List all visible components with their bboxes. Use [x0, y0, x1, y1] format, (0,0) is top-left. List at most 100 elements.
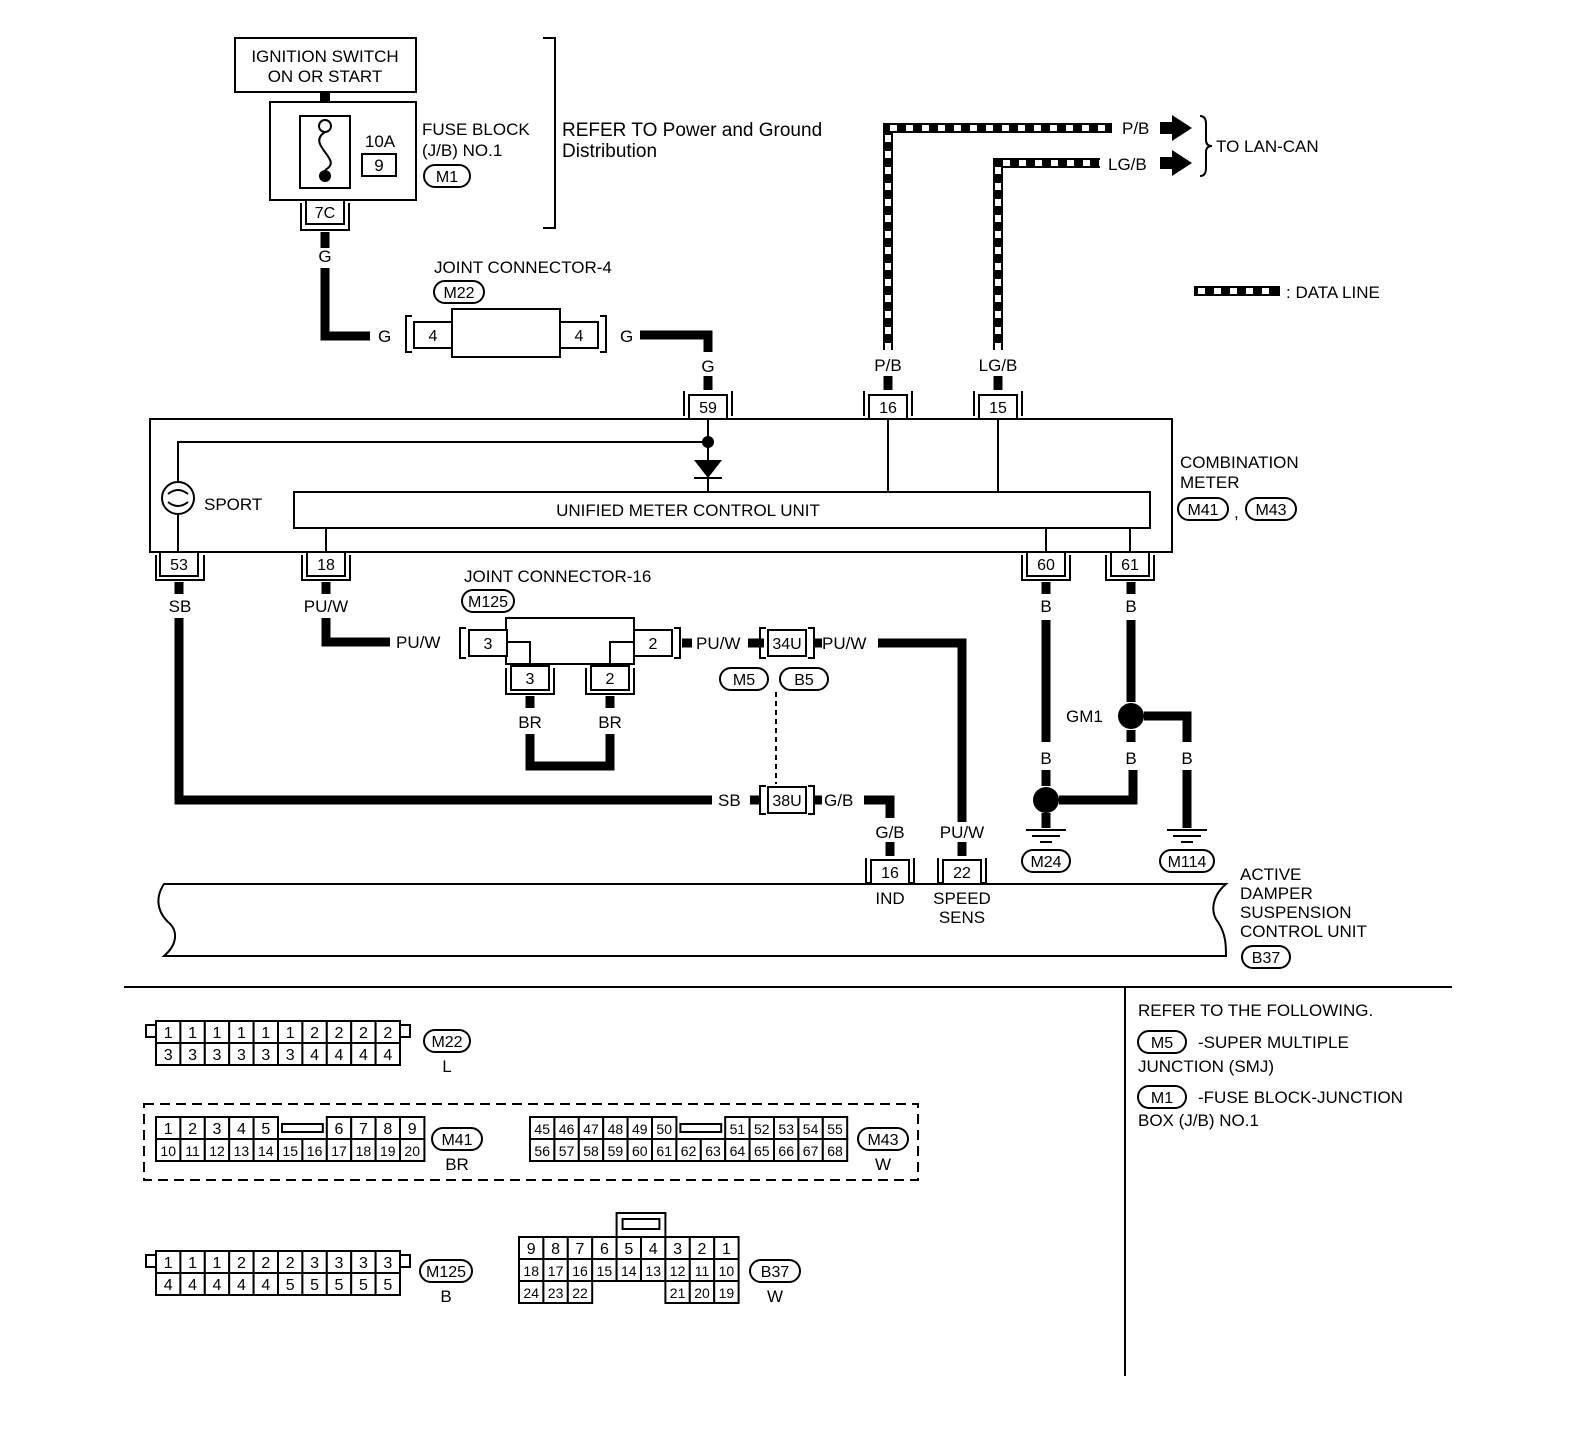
fuse-icon [318, 131, 332, 171]
connector-pin-label: 3 [359, 1255, 368, 1272]
ground-icon-m24 [1026, 829, 1066, 843]
joint16-pin-3b [510, 665, 550, 691]
connector-pin-label: 2 [310, 1025, 319, 1042]
wire-puw-1 [321, 618, 390, 647]
connector-pin-label: 1 [722, 1241, 731, 1258]
meter-pin-18-label: 18 [317, 557, 335, 574]
connector-pin-label: 7 [359, 1121, 368, 1138]
connector-pin-label: 3 [310, 1255, 319, 1272]
connector-pin-label: 6 [335, 1121, 344, 1138]
wire-label-lgb: LG/B [979, 356, 1018, 375]
joint4-connector-label: M22 [443, 285, 474, 302]
connector-pin-label: 14 [258, 1143, 274, 1159]
connector-pin-label: 2 [237, 1255, 246, 1272]
connector-pin-label: 5 [624, 1241, 633, 1258]
connector-pin-label: 20 [404, 1143, 420, 1159]
connector-pin-label: 49 [632, 1121, 648, 1137]
connector-pin-label: 63 [705, 1143, 721, 1159]
face-b37-tag [749, 1259, 801, 1283]
connector-pin-label: 20 [694, 1285, 710, 1301]
arrow-right-icon [1172, 115, 1192, 141]
adscu-pin-16-label: 16 [881, 865, 899, 882]
ground-splice-gm1 [1118, 703, 1144, 729]
meter-pin-60-label: 60 [1037, 557, 1055, 574]
joint4-pin-left [413, 321, 453, 349]
adscu-title-1: ACTIVE [1240, 865, 1301, 884]
refer-bottom-title: REFER TO THE FOLLOWING. [1138, 1001, 1373, 1020]
wire-label-puw-1: PU/W [304, 597, 348, 616]
connector-pin-label: 4 [649, 1241, 658, 1258]
wire-label-br-2: BR [598, 713, 622, 732]
connector-pin-label: 4 [359, 1047, 368, 1064]
joint4-title: JOINT CONNECTOR-4 [434, 258, 612, 277]
joint4-connector [433, 280, 485, 304]
face-m43-id: M43 [867, 1132, 898, 1149]
connector-pin-label: 66 [778, 1143, 794, 1159]
meter-comma: , [1234, 503, 1239, 522]
connector-pin-label: 22 [572, 1285, 588, 1301]
wire-label-gb-2: G/B [875, 823, 904, 842]
refer-connector-m1 [1137, 1085, 1187, 1109]
connector-pin-label: 2 [261, 1255, 270, 1272]
meter-pin-53-label: 53 [170, 557, 188, 574]
lan-wire-pb: P/B [1122, 119, 1149, 138]
connector-pin-label: 18 [523, 1263, 539, 1279]
sport-label: SPORT [204, 495, 262, 514]
meter-pin-15-label: 15 [989, 400, 1007, 417]
connector-pin-label: 21 [670, 1285, 686, 1301]
joint4-pin-right [559, 321, 599, 349]
fuse-block-label-2: (J/B) NO.1 [422, 141, 502, 160]
connector-pin-label: 9 [408, 1121, 417, 1138]
meter-pin-18 [306, 551, 346, 577]
connector-pin-label: 3 [261, 1047, 270, 1064]
wire-label-g-2: G [378, 327, 391, 346]
adscu-pin-22-label: 22 [953, 865, 971, 882]
unified-meter-control-unit [293, 491, 1151, 529]
connector-pin-label: 1 [164, 1121, 173, 1138]
connector-pin-label: 46 [559, 1121, 575, 1137]
connector-pin-label: 13 [645, 1263, 661, 1279]
wire-label-b-5: B [1181, 749, 1192, 768]
fuse-terminal-7c [305, 199, 345, 225]
joint16-connector-label: M125 [468, 594, 508, 611]
ground-connector-m114-label: M114 [1168, 854, 1207, 871]
connector-pin-label: 55 [827, 1121, 843, 1137]
adscu-connector-b37-label: B37 [1252, 950, 1281, 967]
connector-pin-label: 15 [282, 1143, 298, 1159]
connector-pin-label: 2 [383, 1025, 392, 1042]
refer-connector-m1-label: M1 [1151, 1090, 1173, 1107]
connector-pin-label: 11 [695, 1263, 710, 1279]
fuse-number: 9 [374, 156, 383, 175]
connector-pin-label: 54 [803, 1121, 819, 1137]
connector-pin-label: 16 [572, 1263, 588, 1279]
meter-connector-m43-label: M43 [1255, 502, 1286, 519]
fuse-terminal-label: 7C [315, 205, 335, 222]
face-m41-tag [431, 1127, 483, 1151]
meter-connector-m43 [1245, 497, 1297, 521]
face-b37-color: W [767, 1287, 783, 1306]
face-m43-color: W [875, 1155, 891, 1174]
connector-pin-label: 56 [534, 1143, 550, 1159]
connector-pin-label: 10 [160, 1143, 176, 1159]
connector-pin-label: 1 [188, 1255, 197, 1272]
adscu-connector-b37 [1241, 945, 1291, 969]
meter-connector-group [143, 1103, 919, 1181]
wire-sb [174, 618, 712, 805]
legend-label: : DATA LINE [1286, 283, 1380, 302]
fuse-number-box [361, 153, 397, 177]
meter-pin-15 [978, 394, 1018, 420]
adscu-ind-label: IND [875, 889, 904, 908]
connector-pin-label: 10 [719, 1263, 735, 1279]
face-m41-color: BR [445, 1155, 469, 1174]
connector-pin-label: 5 [261, 1121, 270, 1138]
connector-pin-label: 1 [188, 1025, 197, 1042]
connector-pin-label: 4 [188, 1277, 197, 1294]
connector-pin-label: 51 [730, 1121, 746, 1137]
connector-pin-label: 1 [213, 1025, 222, 1042]
refer-m1-text-1: -FUSE BLOCK-JUNCTION [1198, 1088, 1403, 1107]
connector-pin-label: 57 [559, 1143, 575, 1159]
connector-pin-label: 47 [583, 1121, 599, 1137]
refer-m1-text-2: BOX (J/B) NO.1 [1138, 1111, 1259, 1130]
connector-pin-label: 48 [608, 1121, 624, 1137]
